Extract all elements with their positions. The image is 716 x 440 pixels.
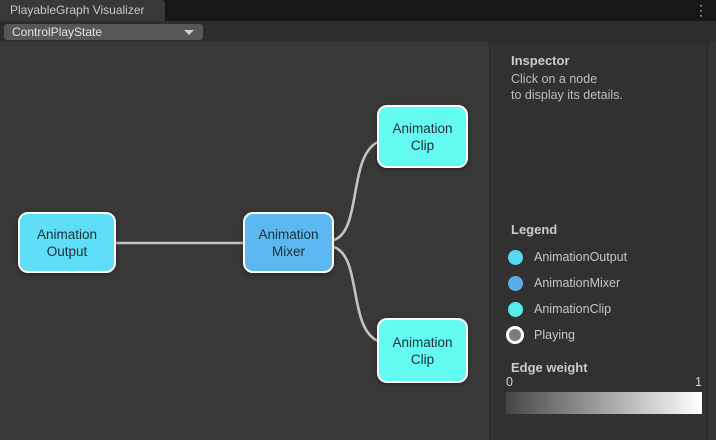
legend-title: Legend bbox=[511, 222, 558, 237]
graph-selector-dropdown[interactable]: ControlPlayState bbox=[4, 24, 203, 40]
edge-weight-max-label: 1 bbox=[695, 375, 702, 389]
inspector-hint: Click on a node to display its details. bbox=[511, 71, 623, 103]
tab-playablegraph-visualizer[interactable]: PlayableGraph Visualizer bbox=[0, 0, 165, 21]
legend-item-playing: Playing bbox=[506, 322, 627, 348]
tab-bar: PlayableGraph Visualizer ⋮ bbox=[0, 0, 716, 21]
legend-item-animation-clip: AnimationClip bbox=[508, 296, 627, 322]
legend-dot-animation-clip bbox=[508, 301, 523, 317]
node-animation-clip-top[interactable]: Animation Clip bbox=[377, 105, 468, 168]
legend-item-label: AnimationClip bbox=[534, 302, 612, 316]
chevron-down-icon bbox=[184, 30, 194, 35]
scrollbar-track[interactable] bbox=[707, 42, 716, 440]
legend-dot-animation-output bbox=[508, 249, 523, 265]
inspector-hint-line1: Click on a node bbox=[511, 72, 598, 86]
kebab-menu-icon[interactable]: ⋮ bbox=[694, 2, 708, 18]
legend-item-label: Playing bbox=[534, 328, 575, 342]
edge-mixer-to-clip-bottom bbox=[332, 245, 380, 343]
graph-edges bbox=[114, 140, 380, 343]
legend-item-animation-mixer: AnimationMixer bbox=[508, 270, 627, 296]
edge-mixer-to-clip-top bbox=[332, 140, 380, 242]
node-animation-clip-bottom[interactable]: Animation Clip bbox=[377, 318, 468, 383]
toolbar: ControlPlayState bbox=[0, 21, 716, 42]
inspector-hint-line2: to display its details. bbox=[511, 88, 623, 102]
edge-weight-scale: 0 1 bbox=[506, 375, 702, 389]
legend-dot-animation-mixer bbox=[508, 275, 523, 291]
node-animation-output[interactable]: Animation Output bbox=[18, 212, 116, 273]
graph-canvas[interactable]: Animation Output Animation Mixer Animati… bbox=[0, 42, 489, 440]
legend-dot-playing bbox=[506, 326, 524, 344]
legend-list: AnimationOutput AnimationMixer Animation… bbox=[506, 244, 627, 348]
edge-weight-min-label: 0 bbox=[506, 375, 513, 389]
legend-item-label: AnimationMixer bbox=[534, 276, 621, 290]
inspector-panel: Inspector Click on a node to display its… bbox=[489, 42, 707, 440]
inspector-title: Inspector bbox=[511, 53, 570, 68]
edge-weight-title: Edge weight bbox=[511, 360, 588, 375]
graph-selector-value: ControlPlayState bbox=[12, 25, 103, 39]
edge-weight-gradient-bar bbox=[506, 392, 702, 414]
legend-item-animation-output: AnimationOutput bbox=[508, 244, 627, 270]
node-animation-mixer[interactable]: Animation Mixer bbox=[243, 212, 334, 273]
legend-item-label: AnimationOutput bbox=[534, 250, 628, 264]
